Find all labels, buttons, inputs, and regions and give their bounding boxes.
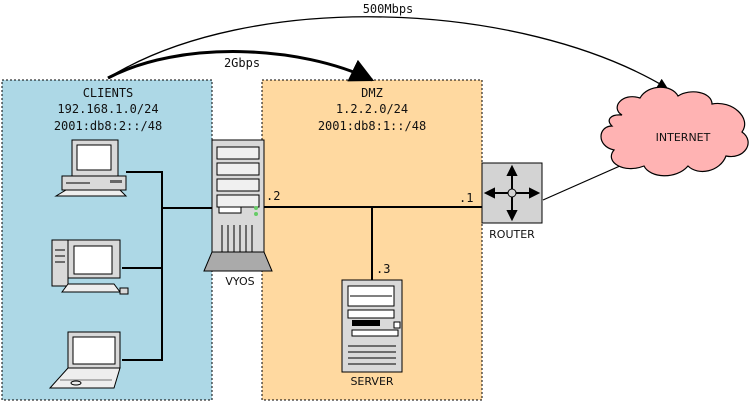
dmz-zone-name: DMZ (361, 86, 383, 100)
clients-zone-name: CLIENTS (83, 86, 134, 100)
vyos-label: VYOS (225, 275, 254, 288)
laptop-icon (48, 331, 121, 389)
internet-bandwidth-arrow (107, 16, 668, 89)
server-port-label: .3 (376, 262, 390, 276)
desktop-computer-icon (54, 139, 128, 197)
router-port-label: .1 (459, 191, 473, 205)
router-icon (481, 162, 543, 224)
dmz-ipv6: 2001:db8:1::/48 (318, 119, 426, 133)
dmz-bandwidth-label: 2Gbps (224, 56, 260, 70)
server-tower-icon (341, 279, 403, 373)
server-label: SERVER (350, 375, 393, 388)
cloud-icon (600, 86, 749, 177)
router-label: ROUTER (489, 228, 535, 241)
dmz-links (264, 206, 482, 282)
dmz-ipv4: 1.2.2.0/24 (336, 102, 408, 116)
client-links (122, 171, 214, 361)
clients-ipv6: 2001:db8:2::/48 (54, 119, 162, 133)
tower-computer-icon (51, 239, 129, 295)
internet-bandwidth-label: 500Mbps (363, 2, 414, 16)
vyos-server-icon (203, 139, 273, 272)
dmz-bandwidth-arrow (107, 50, 375, 82)
internet-label: INTERNET (656, 131, 711, 144)
vyos-port-label: .2 (266, 189, 280, 203)
clients-ipv4: 192.168.1.0/24 (57, 102, 158, 116)
